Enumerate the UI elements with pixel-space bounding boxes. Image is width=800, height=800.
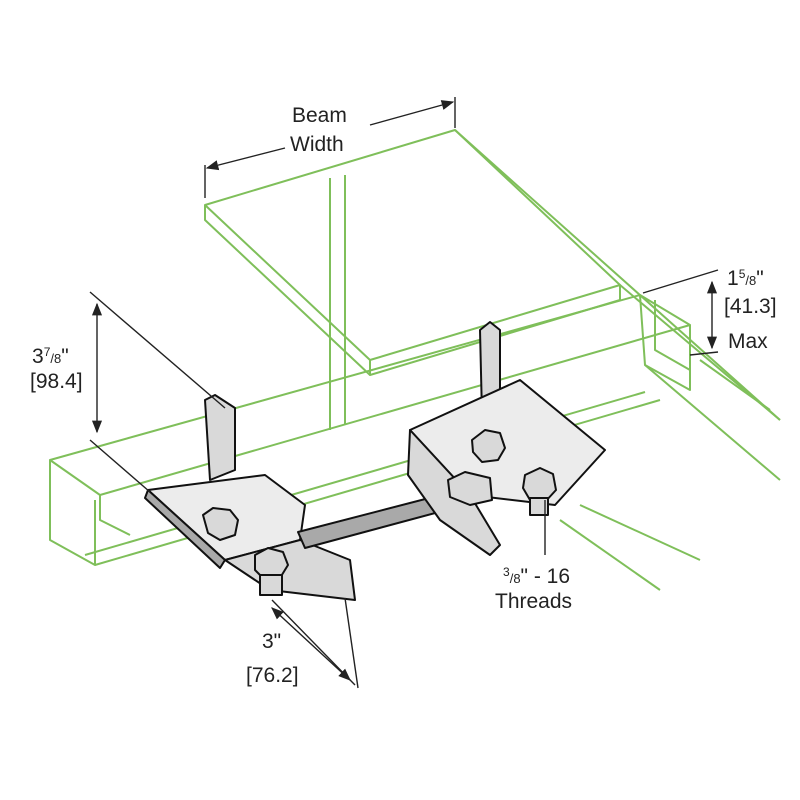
thread-label-word: Threads — [495, 590, 573, 613]
channel-ext-bottom — [689, 351, 719, 356]
beam-top-flange — [204, 129, 621, 361]
beam-width-label-line1: Beam — [292, 104, 347, 127]
left-nut-top — [202, 507, 239, 541]
channel-extension — [644, 364, 781, 481]
right-nut-top — [471, 429, 506, 463]
thread-label-spec: 3/8" - 16 — [503, 560, 570, 591]
left-bolt-stub — [259, 574, 283, 596]
channel-end-left — [49, 460, 96, 566]
left-clamp-hook — [204, 394, 236, 481]
beam-width-arrow-left — [205, 147, 286, 171]
beam-top-flange-edge — [204, 205, 371, 376]
channel-fraction: 5/8 — [738, 267, 757, 288]
channel-end-profile — [639, 294, 691, 391]
beam-extension-top — [454, 129, 781, 421]
channel-slot-edge — [99, 495, 131, 536]
channel-top-face — [49, 294, 691, 496]
left-clamp-edge — [144, 489, 226, 569]
channel-extension-low — [559, 519, 661, 591]
spacing-arrow — [271, 607, 351, 681]
channel-label-metric: [41.3] — [724, 295, 777, 318]
beam-extension-low — [699, 359, 771, 411]
height-label-imperial: 37/8" — [32, 340, 69, 371]
height-fraction: 7/8 — [43, 345, 62, 366]
channel-ext-top — [642, 269, 719, 294]
spacing-label-imperial: 3" — [262, 630, 282, 653]
right-nut-lower — [522, 467, 557, 503]
channel-label-max: Max — [728, 330, 768, 353]
height-unit: " — [61, 345, 69, 368]
right-clamp — [407, 321, 606, 556]
thread-spec-text: " - 16 — [520, 565, 571, 588]
thread-fraction: 3/8 — [503, 565, 521, 586]
beam-width-label-line2: Width — [290, 133, 344, 156]
channel-unit: " — [756, 267, 764, 290]
channel-extension-low2 — [579, 504, 701, 561]
height-ext-top — [89, 291, 226, 409]
channel-label-imperial: 15/8" — [727, 262, 764, 293]
left-clamp — [144, 394, 356, 601]
channel-whole: 1 — [727, 267, 739, 290]
height-whole: 3 — [32, 345, 44, 368]
right-nut-rod — [447, 471, 493, 506]
dimensions — [89, 97, 719, 689]
beam-width-arrow-right — [369, 100, 455, 126]
height-label-metric: [98.4] — [30, 370, 83, 393]
spacing-label-metric: [76.2] — [246, 664, 299, 687]
spacing-ext-right — [344, 597, 359, 689]
left-nut-lower — [254, 547, 289, 581]
height-ext-bottom — [89, 439, 151, 493]
right-bolt-stub — [529, 497, 549, 516]
